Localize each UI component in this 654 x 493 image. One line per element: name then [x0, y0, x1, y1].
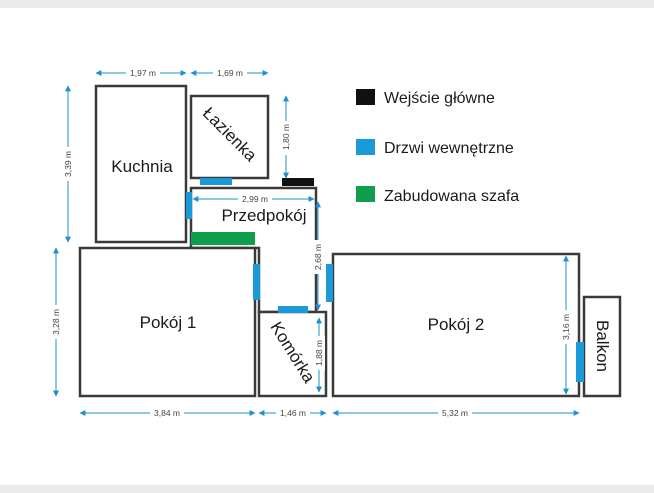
door-balkon [576, 342, 584, 382]
legend-main-entrance: Wejście główne [384, 90, 495, 107]
room-pokoj1 [78, 246, 257, 398]
dim-lazienka-height: 1,80 m [281, 124, 291, 150]
dim-lazienka-width: 1,69 m [217, 68, 243, 78]
label-pokoj2: Pokój 2 [428, 315, 485, 334]
dim-pokoj1-height: 3,28 m [51, 309, 61, 335]
legend-swatch-internal-doors [356, 139, 375, 155]
label-balkon: Balkon [593, 320, 612, 372]
door-pokoj2 [326, 264, 333, 302]
legend-internal-doors: Drzwi wewnętrzne [384, 140, 514, 157]
legend-swatch-main-entrance [356, 89, 375, 105]
dim-kuchnia-width: 1,97 m [130, 68, 156, 78]
dim-przedpokoj-height: 2,68 m [313, 244, 323, 270]
dim-kuchnia-height: 3,39 m [63, 151, 73, 177]
room-kuchnia [94, 84, 188, 244]
legend-built-in-wardrobe: Zabudowana szafa [384, 188, 519, 205]
main-entrance-door [282, 178, 314, 186]
dim-pokoj2-height: 3,16 m [561, 314, 571, 340]
dim-przedpokoj-width: 2,99 m [242, 194, 268, 204]
dim-komorka-height: 1,88 m [314, 340, 324, 366]
door-lazienka [200, 178, 232, 185]
label-przedpokoj: Przedpokój [221, 206, 306, 225]
door-kuchnia [186, 192, 192, 219]
room-lazienka [189, 94, 270, 180]
legend-swatch-wardrobe [356, 186, 375, 202]
label-kuchnia: Kuchnia [111, 157, 173, 176]
dim-pokoj1-width: 3,84 m [154, 408, 180, 418]
dim-pokoj2-width: 5,32 m [442, 408, 468, 418]
door-komorka [278, 306, 308, 313]
room-balkon [582, 295, 622, 398]
label-pokoj1: Pokój 1 [140, 313, 197, 332]
built-in-wardrobe [191, 232, 255, 245]
dim-komorka-width: 1,46 m [280, 408, 306, 418]
room-pokoj2 [331, 252, 581, 398]
door-pokoj1 [253, 264, 260, 300]
